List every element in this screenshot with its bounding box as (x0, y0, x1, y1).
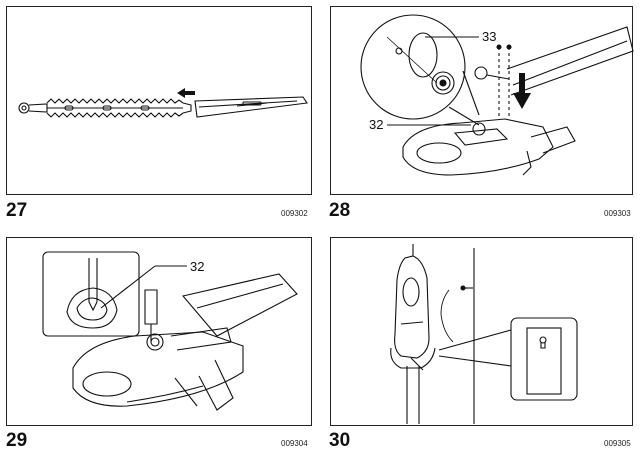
figure-number: 27 (6, 200, 28, 221)
figure-code: 009302 (281, 209, 308, 218)
figure-code: 009304 (281, 439, 308, 448)
callout-label: 32 (190, 259, 204, 274)
wall-hanging-illustration (390, 244, 578, 424)
figure-28-panel: 33 32 (330, 6, 634, 195)
figure-code: 009303 (604, 209, 631, 218)
figure-code: 009305 (604, 439, 631, 448)
figure-30-panel (330, 237, 633, 426)
callout-label: 32 (369, 117, 383, 132)
screw-removal-illustration: 33 32 (360, 14, 634, 176)
screw-installation-illustration: 32 (42, 251, 298, 411)
figure-29-panel: 32 (6, 237, 312, 426)
callout-label: 33 (482, 29, 496, 44)
figure-number: 29 (6, 430, 28, 451)
figure-number: 28 (329, 200, 351, 221)
blade-insertion-illustration (18, 88, 308, 118)
figure-number: 30 (329, 430, 351, 451)
figure-27-panel (6, 6, 312, 195)
